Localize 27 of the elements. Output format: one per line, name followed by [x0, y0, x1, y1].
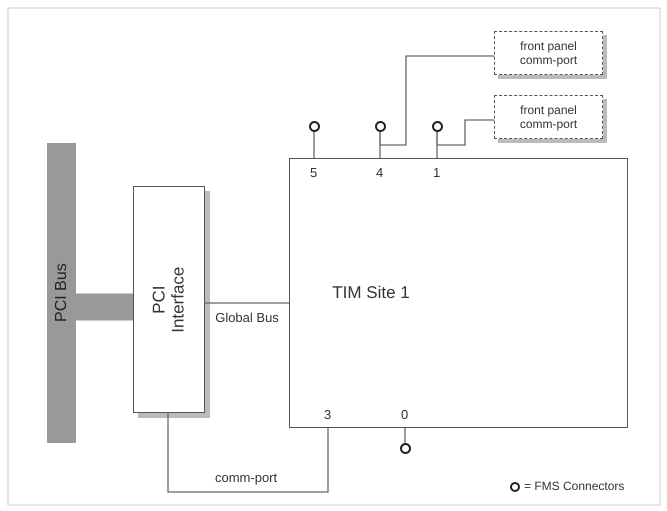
pin-number: 4: [376, 166, 384, 179]
connector-circle: [400, 443, 411, 454]
pin-number: 5: [310, 166, 318, 179]
bus-connection: [76, 294, 133, 320]
interface-box: [133, 186, 205, 413]
bus-bar: [47, 143, 76, 443]
connector-line: [167, 413, 329, 493]
connector-line: [404, 428, 406, 443]
comm-port-box: [494, 95, 603, 139]
connector-line: [205, 302, 289, 304]
pin-number: 3: [324, 408, 332, 421]
node-label: PCI Interface: [150, 265, 188, 334]
connector-circle: [309, 121, 320, 132]
connector-line: [313, 132, 315, 158]
connector-line: [436, 119, 494, 146]
node-label: PCI Bus: [52, 264, 71, 322]
pin-number: 1: [433, 166, 440, 179]
site-box: [289, 158, 628, 428]
node-label: front panel comm-port: [518, 102, 578, 132]
connector-circle: [432, 121, 443, 132]
connector-line: [379, 55, 494, 146]
node-label: front panel comm-port: [518, 38, 578, 68]
legend-text: = FMS Connectors: [524, 480, 624, 492]
comm-port-box: [494, 31, 603, 75]
connector-circle: [375, 121, 386, 132]
pin-number: 0: [401, 408, 408, 421]
node-label: TIM Site 1: [331, 282, 411, 304]
